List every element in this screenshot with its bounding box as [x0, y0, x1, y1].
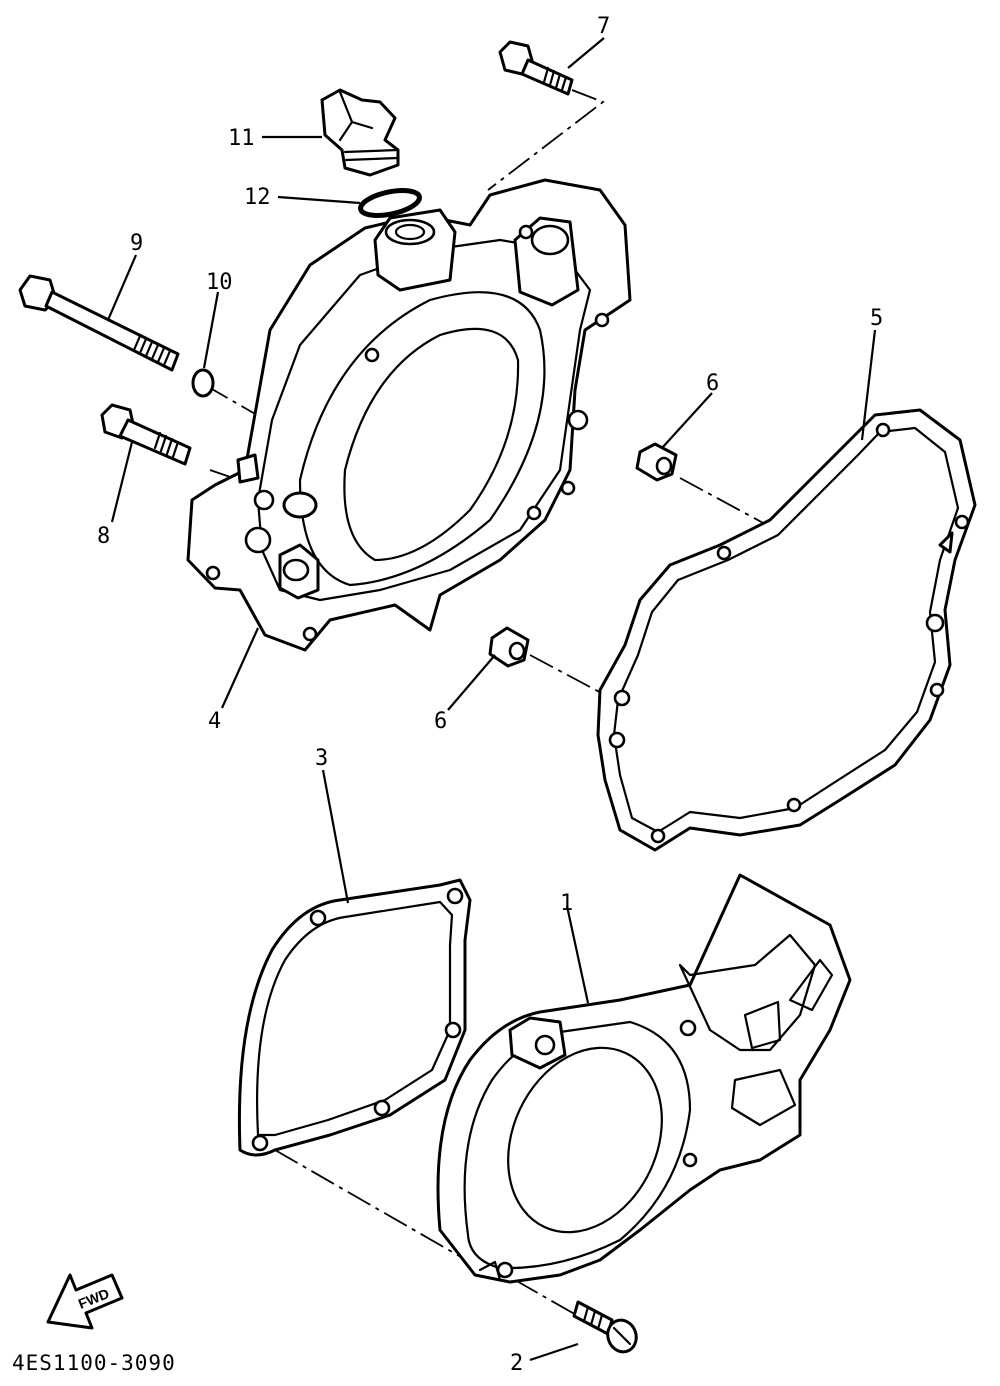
callout-8: 8	[97, 524, 110, 549]
screw-2	[572, 1300, 638, 1354]
dowel-pin-6-lower	[488, 626, 530, 668]
forward-arrow-icon: FWD	[46, 1273, 124, 1330]
callout-labels: 1 2 3 4 5 6 6 7 8 9 10 11 12	[97, 14, 883, 1376]
magneto-cover	[436, 873, 852, 1284]
callout-10: 10	[206, 270, 233, 295]
o-ring-12	[358, 188, 422, 218]
callout-5: 5	[870, 306, 883, 331]
diagram-code: 4ES1100-3090	[12, 1351, 176, 1375]
cover-gasket	[596, 408, 977, 852]
callout-12: 12	[244, 185, 271, 210]
dowel-pin-6-upper	[635, 442, 678, 482]
callout-11: 11	[228, 126, 255, 151]
leader-lines	[106, 37, 877, 1362]
washer-10	[191, 368, 215, 398]
bolt-8	[100, 403, 192, 466]
callout-1: 1	[560, 891, 573, 916]
callout-7: 7	[597, 14, 610, 39]
callout-6-lower: 6	[434, 709, 447, 734]
bolt-7	[498, 40, 574, 96]
callout-9: 9	[130, 231, 143, 256]
callout-4: 4	[208, 709, 221, 734]
callout-2: 2	[510, 1351, 523, 1376]
filler-plug-11	[320, 88, 400, 177]
callout-3: 3	[315, 746, 328, 771]
lower-gasket	[237, 878, 472, 1157]
callout-6-upper: 6	[706, 371, 719, 396]
crankcase-cover	[186, 178, 632, 652]
bolt-9	[18, 274, 180, 372]
